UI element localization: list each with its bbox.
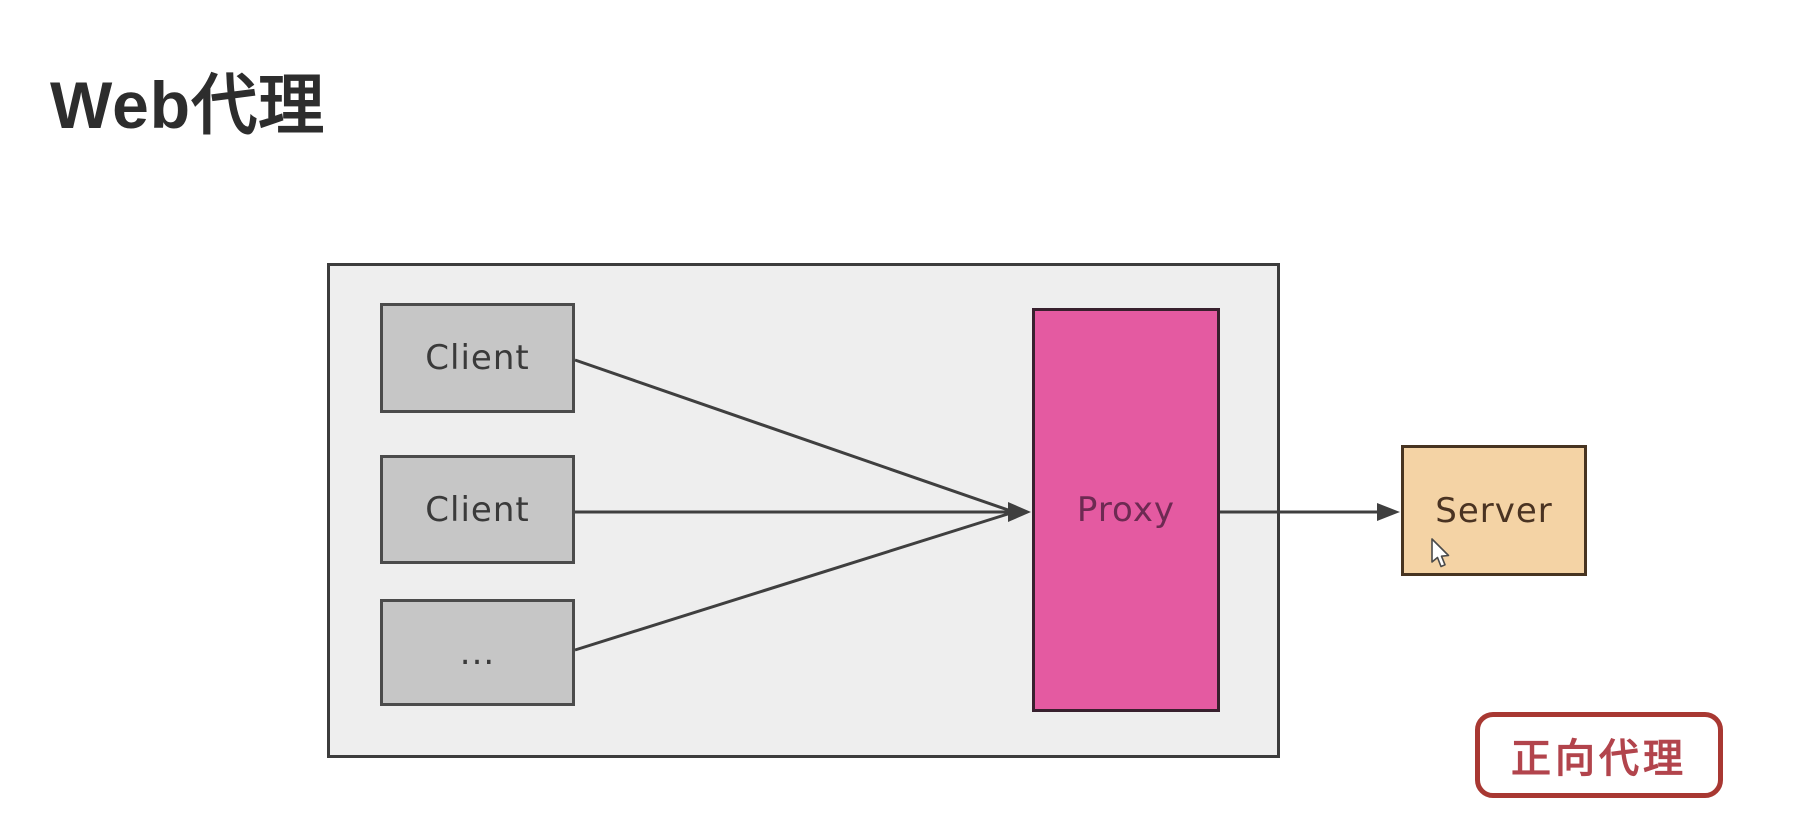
- client-node-2: Client: [380, 455, 575, 564]
- client-node-2-label: Client: [425, 489, 530, 530]
- server-node-label: Server: [1435, 490, 1553, 531]
- proxy-node: Proxy: [1032, 308, 1220, 712]
- arrowhead-into-server: [1377, 503, 1400, 521]
- client-node-1: Client: [380, 303, 575, 413]
- mouse-pointer-icon: [1431, 538, 1450, 568]
- client-node-more: ...: [380, 599, 575, 706]
- proxy-node-label: Proxy: [1076, 490, 1176, 530]
- page-title: Web代理: [50, 68, 326, 142]
- forward-proxy-badge: 正向代理: [1475, 712, 1723, 798]
- forward-proxy-badge-label: 正向代理: [1511, 736, 1687, 782]
- server-node: Server: [1401, 445, 1587, 576]
- client-node-1-label: Client: [425, 338, 530, 378]
- client-node-more-label: ...: [459, 632, 496, 673]
